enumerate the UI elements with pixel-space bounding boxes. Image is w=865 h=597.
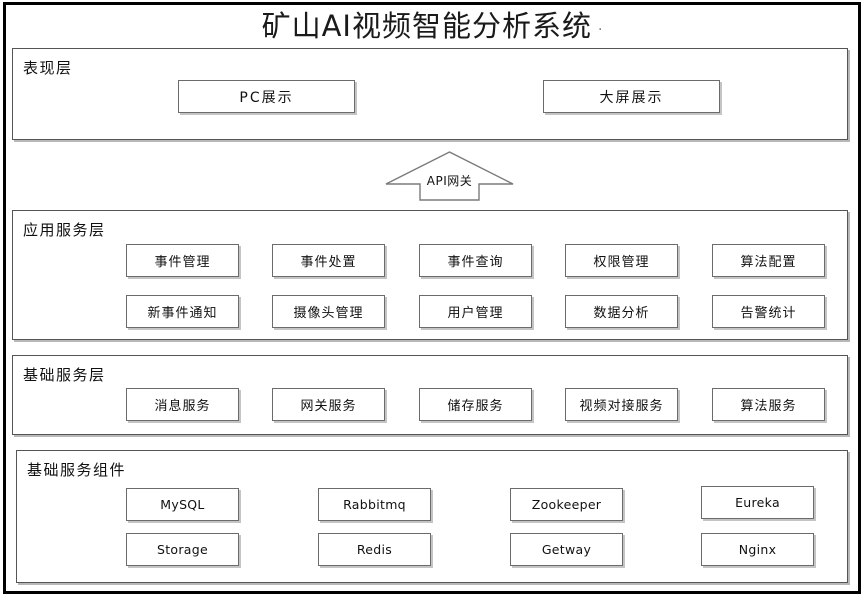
- title-trailing-mark: .: [597, 18, 604, 34]
- node-label: 摄像头管理: [293, 306, 364, 321]
- node-label: Storage: [156, 542, 208, 557]
- node-event-handling[interactable]: 事件处置: [272, 244, 385, 277]
- node-label: Eureka: [735, 495, 780, 510]
- node-label: Redis: [356, 542, 393, 557]
- node-storage[interactable]: Storage: [126, 533, 239, 566]
- up-arrow-icon: [385, 151, 514, 201]
- node-label: 视频对接服务: [579, 399, 664, 414]
- node-camera-management[interactable]: 摄像头管理: [272, 295, 385, 328]
- node-getway[interactable]: Getway: [510, 533, 623, 566]
- node-label: 权限管理: [593, 255, 650, 270]
- layer-label-basic-components: 基础服务组件: [27, 461, 127, 479]
- node-rabbitmq[interactable]: Rabbitmq: [318, 488, 431, 521]
- node-storage-service[interactable]: 储存服务: [419, 388, 532, 421]
- node-label: MySQL: [160, 497, 205, 512]
- node-algorithm-service[interactable]: 算法服务: [712, 388, 825, 421]
- layer-label-presentation: 表现层: [23, 59, 73, 77]
- node-label: Zookeeper: [531, 497, 602, 512]
- node-label: 用户管理: [447, 306, 504, 321]
- node-label: 告警统计: [740, 306, 797, 321]
- node-label: 事件查询: [447, 255, 504, 270]
- node-label: 算法服务: [740, 399, 797, 414]
- node-mysql[interactable]: MySQL: [126, 488, 239, 521]
- node-label: 算法配置: [740, 255, 797, 270]
- node-label: 数据分析: [593, 306, 650, 321]
- node-pc-display[interactable]: PC展示: [178, 80, 355, 113]
- page-title: 矿山AI视频智能分析系统.: [0, 8, 865, 44]
- node-event-query[interactable]: 事件查询: [419, 244, 532, 277]
- node-event-management[interactable]: 事件管理: [126, 244, 239, 277]
- node-message-service[interactable]: 消息服务: [126, 388, 239, 421]
- node-label: 新事件通知: [147, 306, 218, 321]
- node-label: Nginx: [738, 542, 777, 557]
- layer-presentation: 表现层: [12, 48, 848, 140]
- api-gateway-label: API网关: [426, 174, 473, 188]
- node-label: Getway: [541, 542, 592, 557]
- node-label: PC展示: [239, 89, 294, 106]
- node-permission-management[interactable]: 权限管理: [565, 244, 678, 277]
- node-user-management[interactable]: 用户管理: [419, 295, 532, 328]
- layer-label-basic-service: 基础服务层: [23, 366, 106, 384]
- node-data-analysis[interactable]: 数据分析: [565, 295, 678, 328]
- node-label: 事件管理: [154, 255, 211, 270]
- node-gateway-service[interactable]: 网关服务: [272, 388, 385, 421]
- node-eureka[interactable]: Eureka: [701, 486, 814, 519]
- node-algorithm-config[interactable]: 算法配置: [712, 244, 825, 277]
- node-label: 事件处置: [300, 255, 357, 270]
- node-nginx[interactable]: Nginx: [701, 533, 814, 566]
- node-redis[interactable]: Redis: [318, 533, 431, 566]
- layer-label-application-service: 应用服务层: [23, 221, 106, 239]
- node-label: 网关服务: [300, 399, 357, 414]
- api-gateway[interactable]: API网关: [383, 150, 516, 202]
- node-zookeeper[interactable]: Zookeeper: [510, 488, 623, 521]
- node-label: 储存服务: [447, 399, 504, 414]
- node-label: 大屏展示: [599, 89, 664, 106]
- node-new-event-notification[interactable]: 新事件通知: [126, 295, 239, 328]
- diagram-outer-frame: [3, 2, 861, 594]
- node-label: Rabbitmq: [343, 497, 406, 512]
- node-large-screen-display[interactable]: 大屏展示: [543, 80, 720, 113]
- node-video-integration-service[interactable]: 视频对接服务: [565, 388, 678, 421]
- page-title-text: 矿山AI视频智能分析系统: [261, 9, 592, 43]
- node-label: 消息服务: [154, 399, 211, 414]
- node-alarm-statistics[interactable]: 告警统计: [712, 295, 825, 328]
